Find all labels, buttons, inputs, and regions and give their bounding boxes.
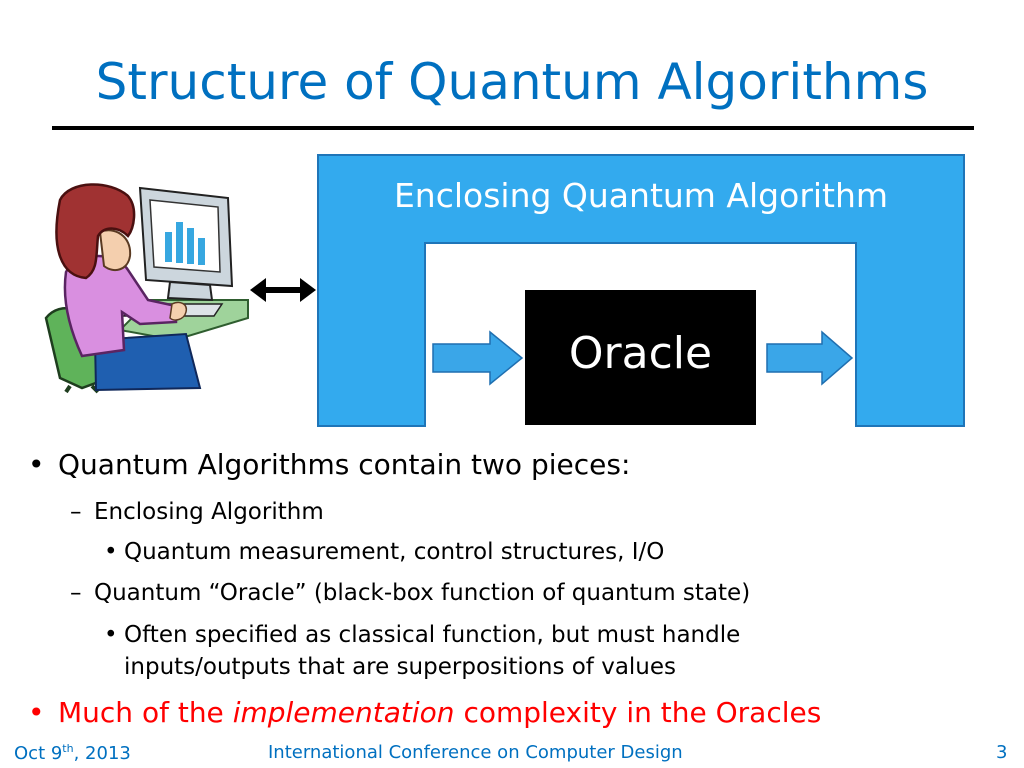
slide-title: Structure of Quantum Algorithms (95, 53, 929, 111)
input-arrow-icon (432, 330, 524, 386)
sub-sub-bullet-2-line-1: Often specified as classical function, b… (124, 622, 741, 648)
double-arrow-icon (250, 278, 316, 302)
enclosing-algorithm-label: Enclosing Quantum Algorithm (393, 176, 889, 215)
sub-sub-bullet-1-text: Quantum measurement, control structures,… (124, 539, 665, 565)
sub-bullet-2: –Quantum “Oracle” (black-box function of… (70, 580, 750, 606)
oracle-label: Oracle (568, 328, 713, 379)
dash-marker: – (70, 499, 82, 525)
dash-marker: – (70, 580, 82, 606)
footer-date-prefix: Oct 9 (14, 743, 63, 764)
sub-bullet-2-text: Quantum “Oracle” (black-box function of … (94, 580, 751, 606)
footer-date: Oct 9th, 2013 (14, 742, 131, 764)
sub-sub-bullet-2-line-2: inputs/outputs that are superpositions o… (124, 654, 677, 680)
sub-sub-bullet-2: •Often specified as classical function, … (104, 622, 740, 648)
title-underline (52, 126, 974, 130)
sub-bullet-1: –Enclosing Algorithm (70, 499, 324, 525)
bullet-2-text-post: complexity in the Oracles (454, 696, 822, 729)
enclosing-algorithm-shape (317, 154, 965, 427)
footer-date-sup: th (62, 742, 74, 755)
bullet-2-text-pre: Much of the (58, 696, 233, 729)
sub-bullet-1-text: Enclosing Algorithm (94, 499, 324, 525)
bullet-marker: • (28, 696, 45, 729)
woman-at-computer-clipart (44, 183, 249, 394)
bullet-marker: • (28, 448, 45, 481)
bullet-2: • Much of the implementation complexity i… (28, 696, 821, 729)
sub-sub-bullet-2-continuation: inputs/outputs that are superpositions o… (124, 654, 676, 680)
diagram-canvas (44, 154, 965, 427)
algorithm-diagram: Enclosing Quantum Algorithm Oracle (44, 154, 965, 427)
oracle-box: Oracle (525, 290, 756, 425)
output-arrow-icon (766, 330, 854, 386)
bullet-marker: • (104, 539, 118, 565)
bullet-1: • Quantum Algorithms contain two pieces: (28, 448, 630, 481)
bullet-1-text: Quantum Algorithms contain two pieces: (58, 448, 631, 481)
sub-sub-bullet-1: •Quantum measurement, control structures… (104, 539, 664, 565)
footer-date-suffix: , 2013 (73, 743, 131, 764)
bullet-2-emphasis: implementation (232, 696, 455, 729)
footer-conference: International Conference on Computer Des… (268, 742, 683, 763)
bullet-marker: • (104, 622, 118, 648)
footer-page-number: 3 (996, 742, 1008, 763)
